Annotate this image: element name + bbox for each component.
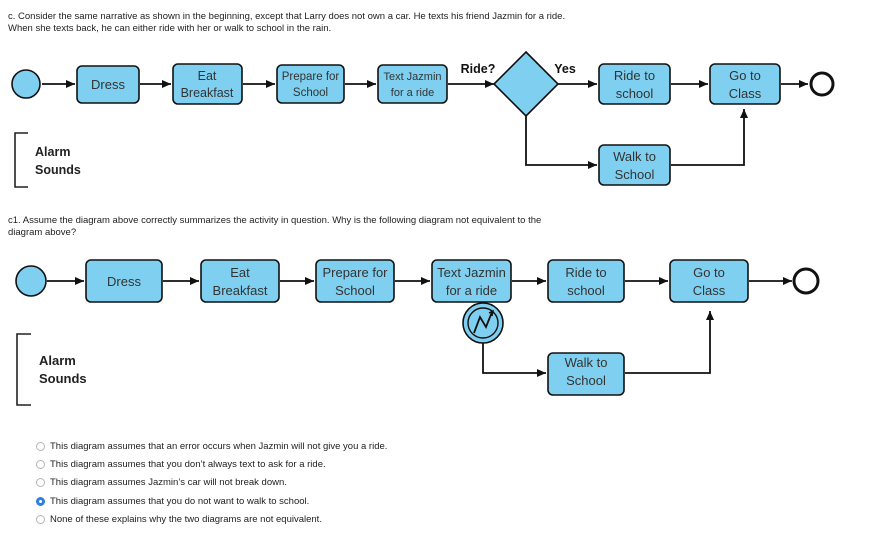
svg-text:Eat: Eat — [198, 69, 217, 83]
node-dress: Dress — [76, 65, 140, 104]
svg-text:Class: Class — [729, 86, 762, 101]
svg-text:Breakfast: Breakfast — [213, 283, 268, 298]
node-ride-school: Ride to school — [598, 63, 671, 105]
node-walk-school: Walk to School — [547, 352, 625, 396]
svg-text:Walk to: Walk to — [565, 355, 608, 370]
start-node — [15, 265, 47, 297]
radio-button[interactable] — [36, 441, 45, 451]
edge-decision-walk — [525, 114, 597, 169]
alarm-bracket — [14, 132, 28, 188]
svg-text:School: School — [335, 283, 375, 298]
node-text-jazmin: Text Jazmin for a ride — [431, 259, 512, 303]
exception-handler-icon — [462, 302, 504, 344]
radio-button[interactable] — [36, 514, 45, 524]
answer-option-5[interactable]: None of these explains why the two diagr… — [36, 510, 387, 528]
alarm-label-2: Sounds — [35, 163, 81, 177]
answer-option-3[interactable]: This diagram assumes Jazmin’s car will n… — [36, 474, 387, 492]
svg-text:Breakfast: Breakfast — [181, 86, 234, 100]
answer-options: This diagram assumes that an error occur… — [36, 437, 387, 528]
svg-text:school: school — [616, 86, 654, 101]
activity-diagram-1: Dress Eat Breakfast Prepare for School T… — [11, 50, 835, 188]
answer-option-label: This diagram assumes that you don’t alwa… — [50, 458, 326, 470]
svg-text:Text Jazmin: Text Jazmin — [437, 265, 506, 280]
svg-text:Text Jazmin: Text Jazmin — [383, 71, 441, 83]
question-c-line2: When she texts back, he can either ride … — [8, 23, 332, 34]
node-dress: Dress — [85, 259, 163, 303]
edge-walk-goto — [671, 109, 748, 166]
node-eat-breakfast: Eat Breakfast — [200, 259, 280, 303]
svg-text:Prepare for: Prepare for — [322, 265, 388, 280]
node-dress-label: Dress — [91, 77, 125, 92]
answer-option-label: This diagram assumes Jazmin’s car will n… — [50, 477, 287, 489]
alarm-bracket — [16, 333, 31, 406]
yes-label: Yes — [554, 62, 576, 76]
node-text-jazmin: Text Jazmin for a ride — [377, 64, 448, 104]
alarm-label-1: Alarm — [39, 353, 76, 368]
end-node — [809, 71, 835, 97]
node-go-to-class: Go to Class — [669, 259, 749, 303]
answer-option-2[interactable]: This diagram assumes that you don’t alwa… — [36, 455, 387, 473]
answer-option-label: This diagram assumes that an error occur… — [50, 440, 388, 452]
decision-diamond — [492, 50, 560, 118]
svg-text:Class: Class — [693, 283, 726, 298]
decision-label: Ride? — [461, 62, 496, 76]
node-walk-school: Walk to School — [598, 144, 671, 186]
node-ride-school: Ride to school — [547, 259, 625, 303]
radio-button[interactable] — [36, 496, 45, 506]
svg-text:School: School — [293, 87, 328, 99]
svg-text:Go to: Go to — [729, 68, 761, 83]
answer-option-label: None of these explains why the two diagr… — [50, 513, 322, 525]
svg-text:Eat: Eat — [230, 265, 250, 280]
svg-text:Ride to: Ride to — [565, 265, 606, 280]
edge-text-walk — [482, 343, 546, 377]
end-node — [792, 267, 820, 295]
node-eat-breakfast: Eat Breakfast — [172, 63, 243, 105]
svg-text:Ride to: Ride to — [614, 68, 655, 83]
edge-walk-goto — [625, 311, 714, 374]
alarm-label-2: Sounds — [39, 371, 87, 386]
start-node — [11, 69, 41, 99]
svg-text:for a ride: for a ride — [391, 87, 434, 99]
svg-text:school: school — [567, 283, 605, 298]
svg-text:for a ride: for a ride — [446, 283, 497, 298]
radio-button[interactable] — [36, 478, 45, 488]
question-c1-line1: c1. Assume the diagram above correctly s… — [8, 215, 542, 226]
answer-option-label: This diagram assumes that you do not wan… — [50, 495, 310, 507]
svg-text:Go to: Go to — [693, 265, 725, 280]
svg-text:School: School — [615, 167, 655, 182]
activity-diagram-2: Dress Eat Breakfast Prepare for School T… — [15, 259, 820, 406]
svg-text:Prepare for: Prepare for — [282, 71, 340, 83]
svg-text:Dress: Dress — [107, 274, 141, 289]
question-c1-line2: diagram above? — [8, 227, 77, 238]
svg-text:Walk to: Walk to — [613, 149, 656, 164]
radio-button[interactable] — [36, 459, 45, 469]
svg-text:School: School — [566, 373, 606, 388]
question-c-text: c. Consider the same narrative as shown … — [8, 11, 648, 35]
node-go-to-class: Go to Class — [709, 63, 781, 105]
node-prepare-school: Prepare for School — [315, 259, 395, 303]
question-c-line1: c. Consider the same narrative as shown … — [8, 11, 566, 22]
answer-option-4[interactable]: This diagram assumes that you do not wan… — [36, 492, 387, 510]
question-c1-text: c1. Assume the diagram above correctly s… — [8, 215, 628, 239]
answer-option-1[interactable]: This diagram assumes that an error occur… — [36, 437, 387, 455]
node-prepare-school: Prepare for School — [276, 64, 345, 104]
alarm-label-1: Alarm — [35, 145, 70, 159]
